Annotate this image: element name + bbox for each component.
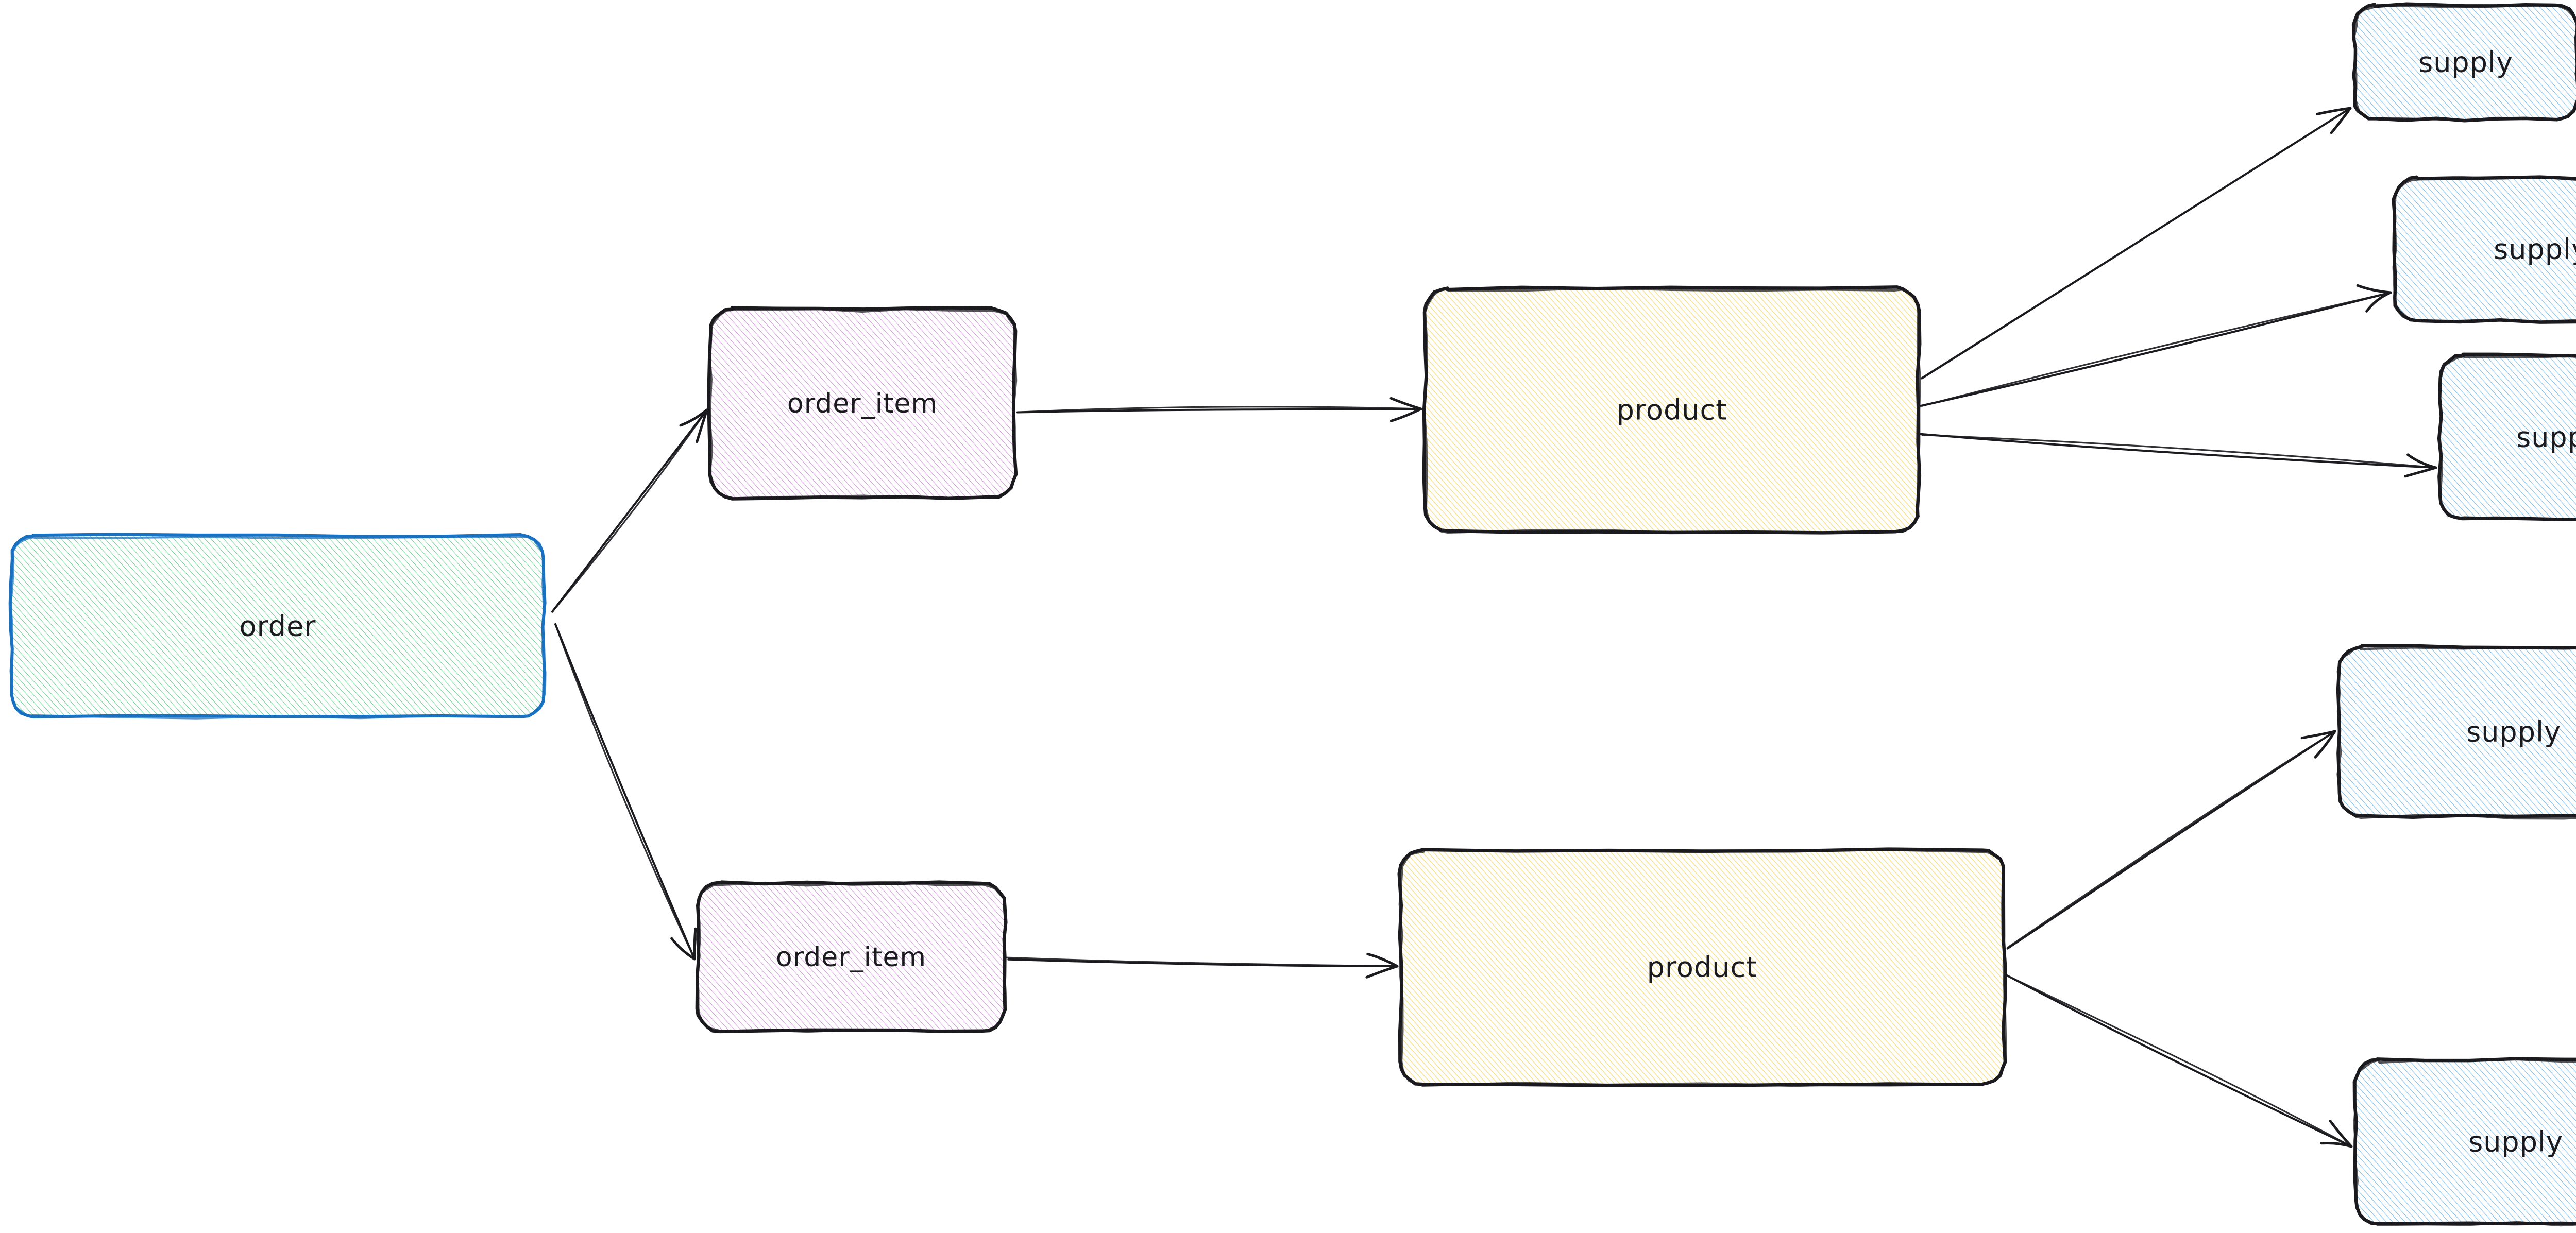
node-hatch-fill: [1399, 849, 2005, 1085]
edge-product_1-to-supply_3: [1919, 433, 2437, 478]
edge-stroke-pass2: [1921, 292, 2392, 407]
node-label: product: [1617, 394, 1727, 426]
edge-order_item_1-to-product_1: [1016, 397, 1422, 422]
node-hatch-fill: [1425, 288, 1919, 533]
arrow-head-barb: [696, 408, 708, 443]
arrow-head-barb: [670, 937, 696, 961]
node-border-pass2: [2336, 646, 2576, 820]
node-product_2[interactable]: product: [1397, 847, 2007, 1088]
arrow-head-barb: [1389, 407, 1422, 422]
edge-product_1-to-supply_1: [1920, 107, 2352, 380]
node-border-pass2: [2352, 4, 2576, 122]
node-hatch-fill: [2394, 177, 2576, 322]
node-label: supply: [2466, 716, 2561, 748]
node-hatch-fill: [2354, 1059, 2576, 1224]
edge-stroke: [551, 409, 708, 613]
arrow-head-barb: [2320, 1142, 2353, 1148]
arrow-head-barb: [2406, 453, 2437, 469]
edge-stroke: [554, 623, 696, 960]
edge-stroke: [1919, 433, 2437, 469]
edge-stroke-pass2: [554, 624, 696, 960]
node-border-pass2: [708, 307, 1018, 500]
node-label: supply: [2418, 46, 2513, 79]
edge-stroke-pass2: [2006, 974, 2352, 1148]
arrow-head-barb: [2356, 284, 2392, 294]
edge-stroke-pass2: [1921, 434, 2437, 469]
node-hatch-fill: [697, 882, 1006, 1032]
node-hatch-fill: [10, 535, 545, 718]
arrow-head-barb: [2330, 107, 2352, 134]
node-border-pass2: [2438, 355, 2576, 520]
edge-stroke-pass2: [1006, 956, 1398, 967]
edge-stroke-pass2: [1018, 406, 1422, 413]
node-border-pass2: [2353, 1058, 2576, 1227]
node-label: order_item: [787, 388, 938, 419]
node-order_item_1[interactable]: order_item: [707, 306, 1018, 501]
arrow-head-barb: [2404, 466, 2437, 478]
node-label: order_item: [776, 942, 926, 973]
arrow-head-barb: [2365, 291, 2392, 313]
node-supply_1[interactable]: supply: [2351, 2, 2576, 123]
edge-order-to-order_item_2: [554, 623, 697, 961]
arrow-head-barb: [679, 408, 708, 427]
node-supply_2[interactable]: supply: [2392, 175, 2576, 324]
node-label: supply: [2516, 421, 2576, 454]
node-label: supply: [2494, 233, 2576, 266]
edge-stroke: [2006, 974, 2352, 1148]
node-label: supply: [2468, 1126, 2563, 1158]
edge-stroke-pass2: [2007, 730, 2336, 948]
node-hatch-fill: [2354, 4, 2576, 121]
node-hatch-fill: [2439, 355, 2576, 519]
node-border-pass2: [2392, 176, 2576, 323]
nodes-layer: orderorder_itemorder_itemproductproducts…: [8, 2, 2576, 1227]
node-supply_5[interactable]: supply: [2352, 1057, 2576, 1227]
edge-order_item_2-to-product_2: [1006, 953, 1399, 979]
node-border-pass2: [9, 535, 547, 720]
node-order[interactable]: order: [8, 533, 547, 720]
arrow-head-barb: [2300, 730, 2336, 740]
node-product_1[interactable]: product: [1422, 285, 1922, 535]
edge-product_2-to-supply_5: [2006, 974, 2353, 1148]
edge-product_2-to-supply_4: [2006, 730, 2336, 950]
node-supply_3[interactable]: supply: [2437, 352, 2576, 521]
edge-stroke: [2006, 730, 2336, 950]
node-border-pass2: [696, 881, 1007, 1033]
arrow-head-barb: [1366, 953, 1399, 968]
edge-order-to-order_item_1: [551, 408, 708, 613]
arrow-head-barb: [693, 927, 697, 961]
node-hatch-fill: [709, 308, 1016, 498]
node-border-pass2: [1423, 286, 1921, 534]
arrow-head-barb: [1389, 397, 1422, 410]
node-hatch-fill: [2338, 646, 2576, 818]
node-supply_4[interactable]: supply: [2336, 644, 2576, 820]
arrow-head-barb: [2329, 1120, 2353, 1148]
edge-stroke: [1920, 292, 2392, 407]
edge-stroke-pass2: [1920, 107, 2351, 380]
node-label: product: [1647, 951, 1758, 984]
edge-product_1-to-supply_2: [1920, 284, 2392, 407]
node-border-pass2: [1398, 848, 2007, 1087]
arrow-head-barb: [2314, 730, 2336, 759]
arrow-head-barb: [1365, 965, 1399, 979]
arrow-head-barb: [2315, 107, 2352, 116]
node-order_item_2[interactable]: order_item: [695, 880, 1008, 1034]
edge-stroke: [1016, 408, 1422, 414]
edge-stroke-pass2: [551, 409, 708, 613]
node-label: order: [240, 610, 316, 643]
